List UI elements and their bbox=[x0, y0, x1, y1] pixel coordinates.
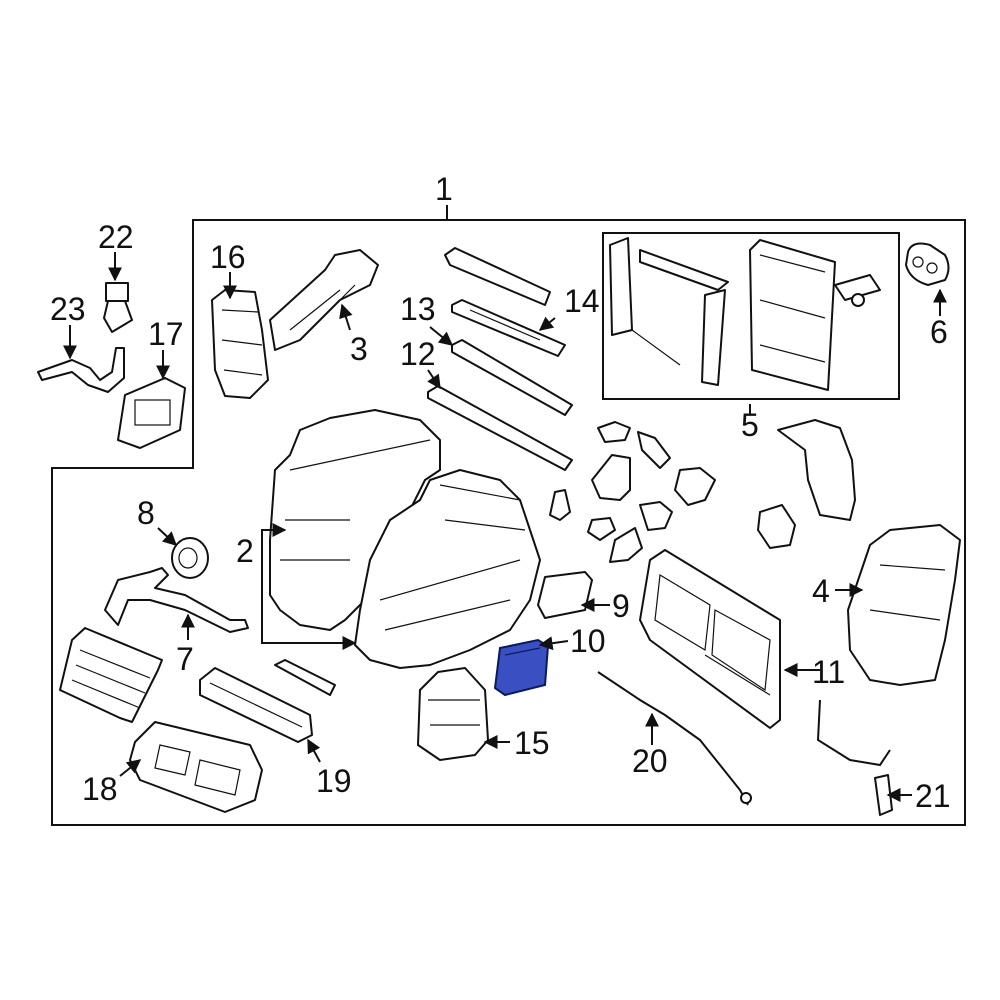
callout-8-leader bbox=[157, 527, 178, 546]
callout-15[interactable]: 15 bbox=[514, 725, 550, 761]
callout-4[interactable]: 4 bbox=[812, 573, 830, 609]
part-6-grommet[interactable] bbox=[905, 242, 950, 286]
callout-13-leader bbox=[429, 326, 454, 346]
assembly-boundary bbox=[51, 219, 966, 826]
part-22-valve[interactable] bbox=[103, 282, 133, 333]
callout-12[interactable]: 12 bbox=[400, 336, 436, 372]
part-19-seal[interactable] bbox=[199, 667, 313, 743]
part-2-heater-case[interactable] bbox=[269, 409, 541, 669]
callout-10-leader bbox=[538, 636, 569, 651]
part-9-module[interactable] bbox=[537, 571, 593, 619]
part-23-hose[interactable] bbox=[37, 347, 125, 393]
part-3-duct[interactable] bbox=[269, 249, 379, 351]
callout-3-leader bbox=[339, 303, 353, 331]
part-4-case[interactable] bbox=[847, 524, 961, 686]
part-16-duct[interactable] bbox=[211, 289, 269, 399]
callout-6[interactable]: 6 bbox=[930, 314, 948, 350]
callout-19-leader bbox=[307, 738, 321, 763]
callout-17[interactable]: 17 bbox=[148, 316, 184, 352]
callout-23[interactable]: 23 bbox=[50, 291, 86, 327]
callout-7[interactable]: 7 bbox=[176, 641, 194, 677]
callout-16[interactable]: 16 bbox=[210, 239, 246, 275]
callout-20[interactable]: 20 bbox=[632, 743, 668, 779]
part-7-heater-core[interactable] bbox=[59, 567, 249, 723]
part-13-mode-door[interactable] bbox=[451, 339, 573, 416]
callout-5[interactable]: 5 bbox=[741, 407, 759, 443]
callout-9[interactable]: 9 bbox=[612, 588, 630, 624]
part-20-cable[interactable] bbox=[597, 671, 752, 806]
part-17-bracket[interactable] bbox=[117, 377, 186, 449]
callout-8[interactable]: 8 bbox=[137, 495, 155, 531]
callout-14-leader bbox=[538, 316, 556, 331]
part-10-control-module[interactable] bbox=[493, 638, 550, 697]
callout-19[interactable]: 19 bbox=[316, 763, 352, 799]
small-parts-cluster[interactable] bbox=[549, 419, 856, 563]
part-15-duct[interactable] bbox=[417, 667, 489, 761]
callout-22[interactable]: 22 bbox=[98, 219, 134, 255]
callout-2-bracket bbox=[261, 523, 357, 650]
callout-3[interactable]: 3 bbox=[350, 331, 368, 367]
part-18-panel[interactable] bbox=[129, 721, 263, 813]
callout-18[interactable]: 18 bbox=[82, 771, 118, 807]
callout-21[interactable]: 21 bbox=[915, 778, 951, 814]
callout-1[interactable]: 1 bbox=[435, 171, 453, 207]
part-14-filter-door[interactable] bbox=[444, 247, 566, 357]
part-21-sensor[interactable] bbox=[816, 699, 893, 816]
callout-13[interactable]: 13 bbox=[400, 291, 436, 327]
part-8-grommet[interactable] bbox=[171, 537, 209, 579]
evaporator-group-box bbox=[602, 232, 900, 400]
callout-14[interactable]: 14 bbox=[564, 283, 600, 319]
callout-2[interactable]: 2 bbox=[236, 533, 254, 569]
callout-10[interactable]: 10 bbox=[570, 623, 606, 659]
callout-11[interactable]: 11 bbox=[812, 654, 845, 690]
callout-12-leader bbox=[427, 369, 441, 390]
part-11-frame[interactable] bbox=[639, 549, 781, 729]
part-5-evaporator[interactable] bbox=[609, 237, 881, 391]
callout-18-leader bbox=[119, 759, 142, 777]
small-filter-part[interactable] bbox=[274, 659, 336, 696]
